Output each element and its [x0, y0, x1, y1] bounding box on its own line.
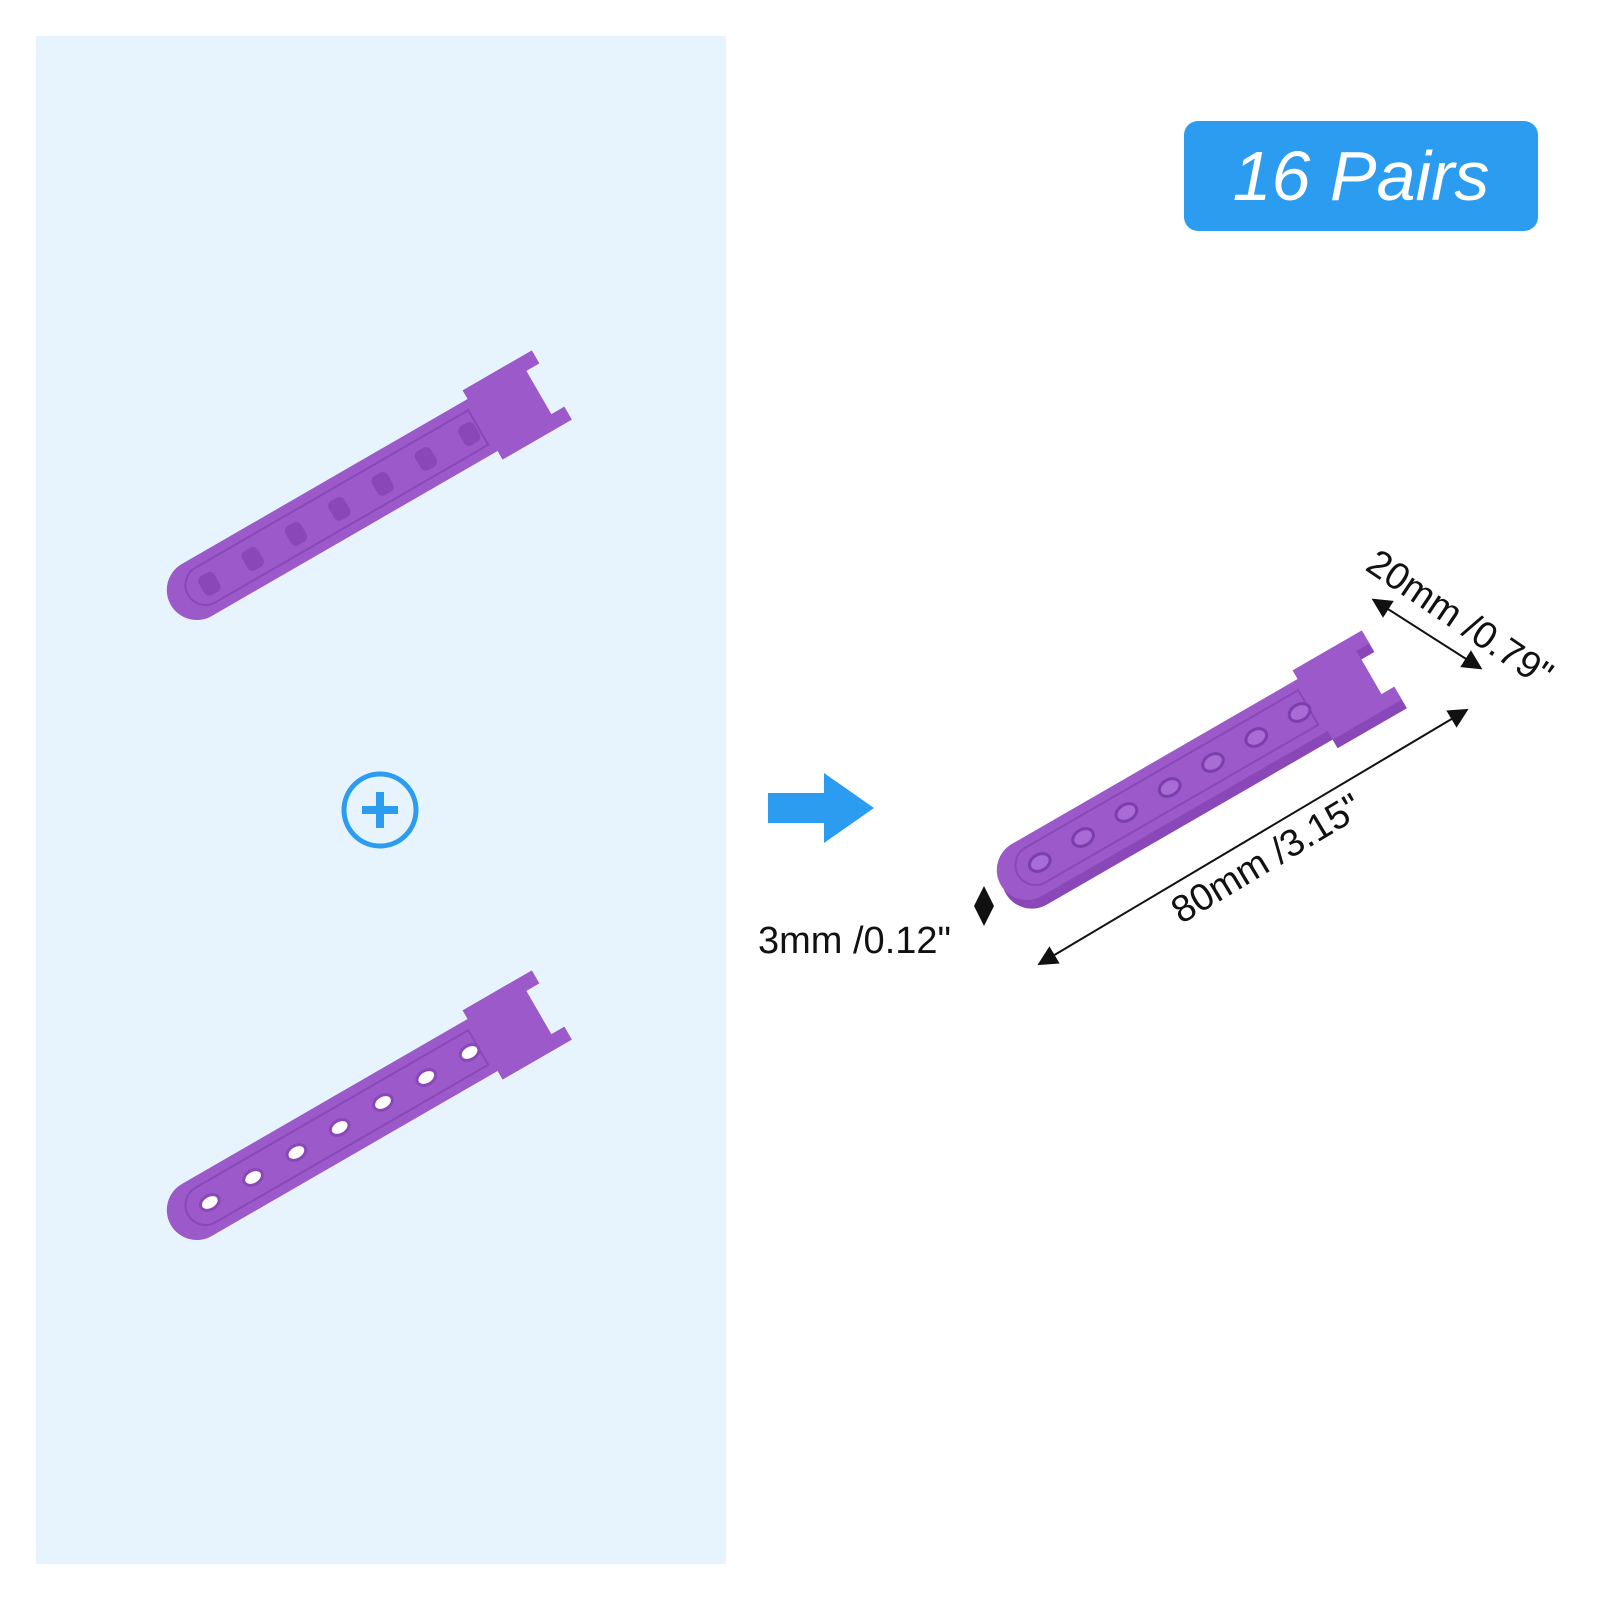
- thickness-label: 3mm /0.12": [758, 920, 952, 962]
- quantity-badge: 16 Pairs: [1184, 121, 1538, 231]
- strap-with-studs-image: [166, 350, 572, 620]
- strap-with-holes-image: [166, 970, 572, 1240]
- plus-circle-icon: [341, 771, 419, 849]
- arrow-right-icon: [768, 773, 874, 843]
